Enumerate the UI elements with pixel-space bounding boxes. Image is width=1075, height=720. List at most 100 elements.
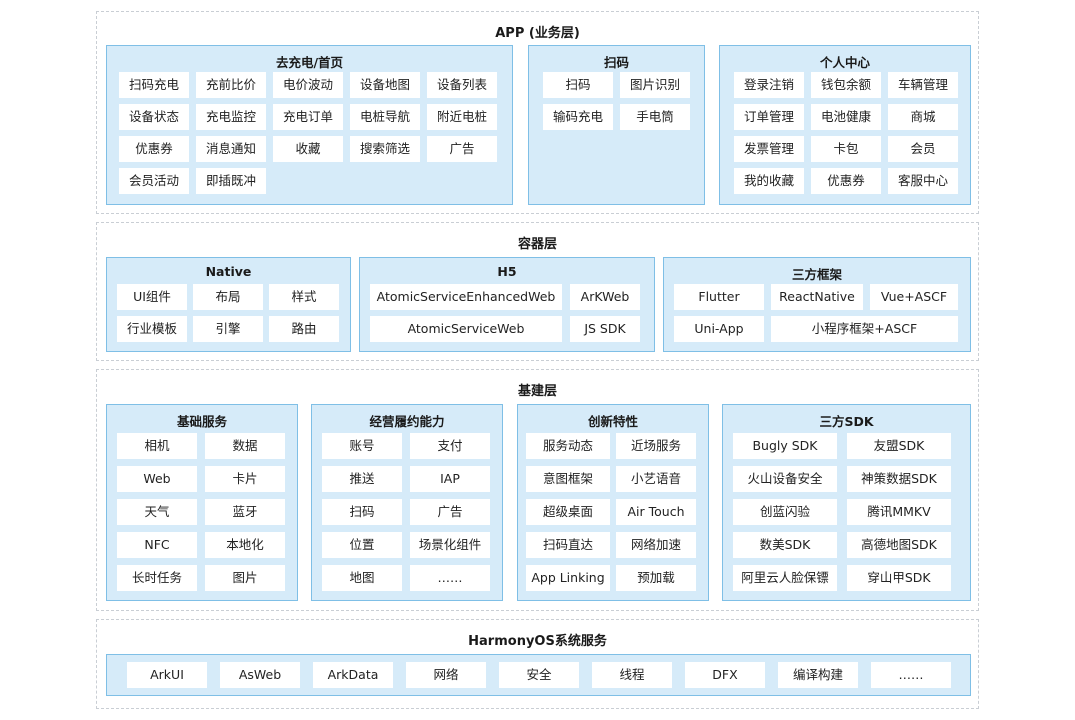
item-wallet-balance: 钱包余额 (811, 72, 881, 98)
item-customer-service: 客服中心 (888, 168, 958, 194)
group-business-ability-title: 经营履约能力 (369, 414, 445, 429)
app-layer-title: APP (业务层) (495, 26, 580, 41)
item-aliyun-face: 阿里云人脸保镖 (733, 565, 837, 591)
item-tencent-mmkv: 腾讯MMKV (847, 499, 951, 525)
item-react-native: ReactNative (771, 284, 863, 310)
item-coupon-personal: 优惠券 (811, 168, 881, 194)
item-device-list: 设备列表 (427, 72, 497, 98)
item-scan: 扫码 (543, 72, 613, 98)
item-bluetooth: 蓝牙 (205, 499, 285, 525)
item-bugly-sdk: Bugly SDK (733, 433, 837, 459)
container-layer: 容器层 Native UI组件 布局 样式 行业模板 引擎 路由 H5 Atom… (96, 222, 979, 361)
group-h5: H5 AtomicServiceEnhancedWeb ArKWeb Atomi… (359, 257, 655, 352)
item-security: 安全 (499, 662, 579, 688)
item-thread: 线程 (592, 662, 672, 688)
item-nfc: NFC (117, 532, 197, 558)
item-nearby-pile: 附近电桩 (427, 104, 497, 130)
item-shumei-sdk: 数美SDK (733, 532, 837, 558)
item-dfx: DFX (685, 662, 765, 688)
item-charge-monitor: 充电监控 (196, 104, 266, 130)
item-style: 样式 (269, 284, 339, 310)
group-native-title: Native (205, 264, 252, 279)
item-coupon: 优惠券 (119, 136, 189, 162)
item-message-notify: 消息通知 (196, 136, 266, 162)
group-scan-title: 扫码 (603, 55, 629, 70)
group-third-framework: 三方框架 Flutter ReactNative Vue+ASCF Uni-Ap… (663, 257, 971, 352)
item-camera: 相机 (117, 433, 197, 459)
item-uni-app: Uni-App (674, 316, 764, 342)
item-compile-build: 编译构建 (778, 662, 858, 688)
item-ad-infra: 广告 (410, 499, 490, 525)
item-long-task: 长时任务 (117, 565, 197, 591)
infra-layer: 基建层 基础服务 相机 数据 Web 卡片 天气 蓝牙 NFC 本地化 长时任务… (96, 369, 979, 611)
item-arkweb: ArKWeb (570, 284, 640, 310)
item-service-dynamic: 服务动态 (526, 433, 610, 459)
item-mall: 商城 (888, 104, 958, 130)
group-scan: 扫码 扫码 图片识别 输码充电 手电筒 (528, 45, 705, 205)
item-asweb: AsWeb (220, 662, 300, 688)
item-js-sdk: JS SDK (570, 316, 640, 342)
item-intent-framework: 意图框架 (526, 466, 610, 492)
group-h5-title: H5 (497, 264, 517, 279)
item-scene-component: 场景化组件 (410, 532, 490, 558)
item-arkui: ArkUI (127, 662, 207, 688)
item-search-filter: 搜索筛选 (350, 136, 420, 162)
infra-layer-title: 基建层 (517, 384, 557, 399)
item-scan-charge: 扫码充电 (119, 72, 189, 98)
harmony-layer-title: HarmonyOS系统服务 (468, 634, 607, 649)
group-basic-service-title: 基础服务 (176, 414, 227, 429)
group-innovation-title: 创新特性 (587, 414, 638, 429)
item-industry-template: 行业模板 (117, 316, 187, 342)
item-atomic-web: AtomicServiceWeb (370, 316, 562, 342)
item-miniprogram-ascf: 小程序框架+ASCF (771, 316, 958, 342)
item-login-logout: 登录注销 (734, 72, 804, 98)
item-ad: 广告 (427, 136, 497, 162)
group-personal-title: 个人中心 (819, 55, 870, 70)
item-amap-sdk: 高德地图SDK (847, 532, 951, 558)
item-card-pack: 卡包 (811, 136, 881, 162)
group-native: Native UI组件 布局 样式 行业模板 引擎 路由 (106, 257, 351, 352)
item-iap: IAP (410, 466, 490, 492)
item-invoice-manage: 发票管理 (734, 136, 804, 162)
item-favorite: 收藏 (273, 136, 343, 162)
item-order-manage: 订单管理 (734, 104, 804, 130)
group-personal: 个人中心 登录注销 钱包余额 车辆管理 订单管理 电池健康 商城 发票管理 卡包… (719, 45, 971, 205)
container-layer-title: 容器层 (517, 237, 557, 252)
item-sensors-sdk: 神策数据SDK (847, 466, 951, 492)
item-web: Web (117, 466, 197, 492)
item-weather: 天气 (117, 499, 197, 525)
item-ellipsis-harmony: …… (871, 662, 951, 688)
item-member-activity: 会员活动 (119, 168, 189, 194)
group-charging-title: 去充电/首页 (275, 55, 344, 70)
group-innovation: 创新特性 服务动态 近场服务 意图框架 小艺语音 超级桌面 Air Touch … (517, 404, 709, 601)
item-plug-charge: 即插既冲 (196, 168, 266, 194)
group-third-sdk: 三方SDK Bugly SDK 友盟SDK 火山设备安全 神策数据SDK 创蓝闪… (722, 404, 971, 601)
group-business-ability: 经营履约能力 账号 支付 推送 IAP 扫码 广告 位置 场景化组件 地图 …… (311, 404, 503, 601)
item-code-input-charge: 输码充电 (543, 104, 613, 130)
item-super-desktop: 超级桌面 (526, 499, 610, 525)
item-vehicle-manage: 车辆管理 (888, 72, 958, 98)
item-image: 图片 (205, 565, 285, 591)
item-battery-health: 电池健康 (811, 104, 881, 130)
item-image-recognize: 图片识别 (620, 72, 690, 98)
item-scan-direct: 扫码直达 (526, 532, 610, 558)
item-preload: 预加载 (616, 565, 696, 591)
group-harmony-services: ArkUI AsWeb ArkData 网络 安全 线程 DFX 编译构建 …… (106, 654, 971, 696)
item-member: 会员 (888, 136, 958, 162)
item-network: 网络 (406, 662, 486, 688)
item-payment: 支付 (410, 433, 490, 459)
item-localization: 本地化 (205, 532, 285, 558)
item-flashlight: 手电筒 (620, 104, 690, 130)
item-device-map: 设备地图 (350, 72, 420, 98)
item-xiaoyi-voice: 小艺语音 (616, 466, 696, 492)
item-map: 地图 (322, 565, 402, 591)
item-push: 推送 (322, 466, 402, 492)
item-device-status: 设备状态 (119, 104, 189, 130)
item-scan-infra: 扫码 (322, 499, 402, 525)
item-app-linking: App Linking (526, 565, 610, 591)
app-layer: APP (业务层) 去充电/首页 扫码充电 充前比价 电价波动 设备地图 设备列… (96, 11, 979, 214)
item-ui-component: UI组件 (117, 284, 187, 310)
group-third-sdk-title: 三方SDK (819, 414, 874, 429)
item-router: 路由 (269, 316, 339, 342)
item-arkdata: ArkData (313, 662, 393, 688)
